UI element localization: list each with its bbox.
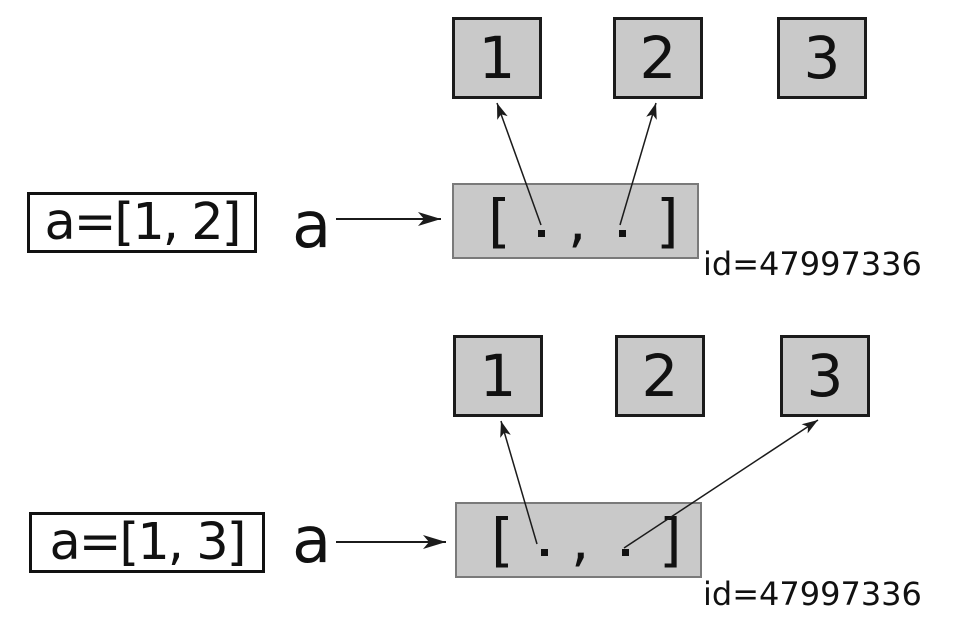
list-comma: , — [568, 187, 587, 255]
id-label-before: id=47997336 — [703, 245, 922, 283]
list-open-bracket: [ — [488, 187, 511, 255]
list-close-bracket: ] — [656, 187, 679, 255]
list-slot-1-dot — [622, 549, 629, 556]
list-slot-0-dot — [541, 549, 548, 556]
list-slot-1-dot — [619, 230, 626, 237]
object-box-1-after: 1 — [453, 335, 543, 417]
variable-label-after: a — [292, 504, 332, 578]
list-object-box-after: [ , ] — [455, 502, 702, 578]
object-box-2-after: 2 — [615, 335, 705, 417]
id-label-after: id=47997336 — [703, 575, 922, 613]
variable-label-before: a — [292, 189, 332, 263]
object-box-2-before: 2 — [613, 17, 703, 99]
statement-box-after: a=[1, 3] — [29, 512, 265, 573]
object-box-1-before: 1 — [452, 17, 542, 99]
list-close-bracket: ] — [659, 506, 682, 574]
list-slot-0-dot — [538, 230, 545, 237]
statement-box-before: a=[1, 2] — [27, 192, 257, 253]
object-box-3-after: 3 — [780, 335, 870, 417]
list-object-box-before: [ , ] — [452, 183, 699, 259]
list-open-bracket: [ — [491, 506, 514, 574]
object-box-3-before: 3 — [777, 17, 867, 99]
list-comma: , — [571, 506, 590, 574]
